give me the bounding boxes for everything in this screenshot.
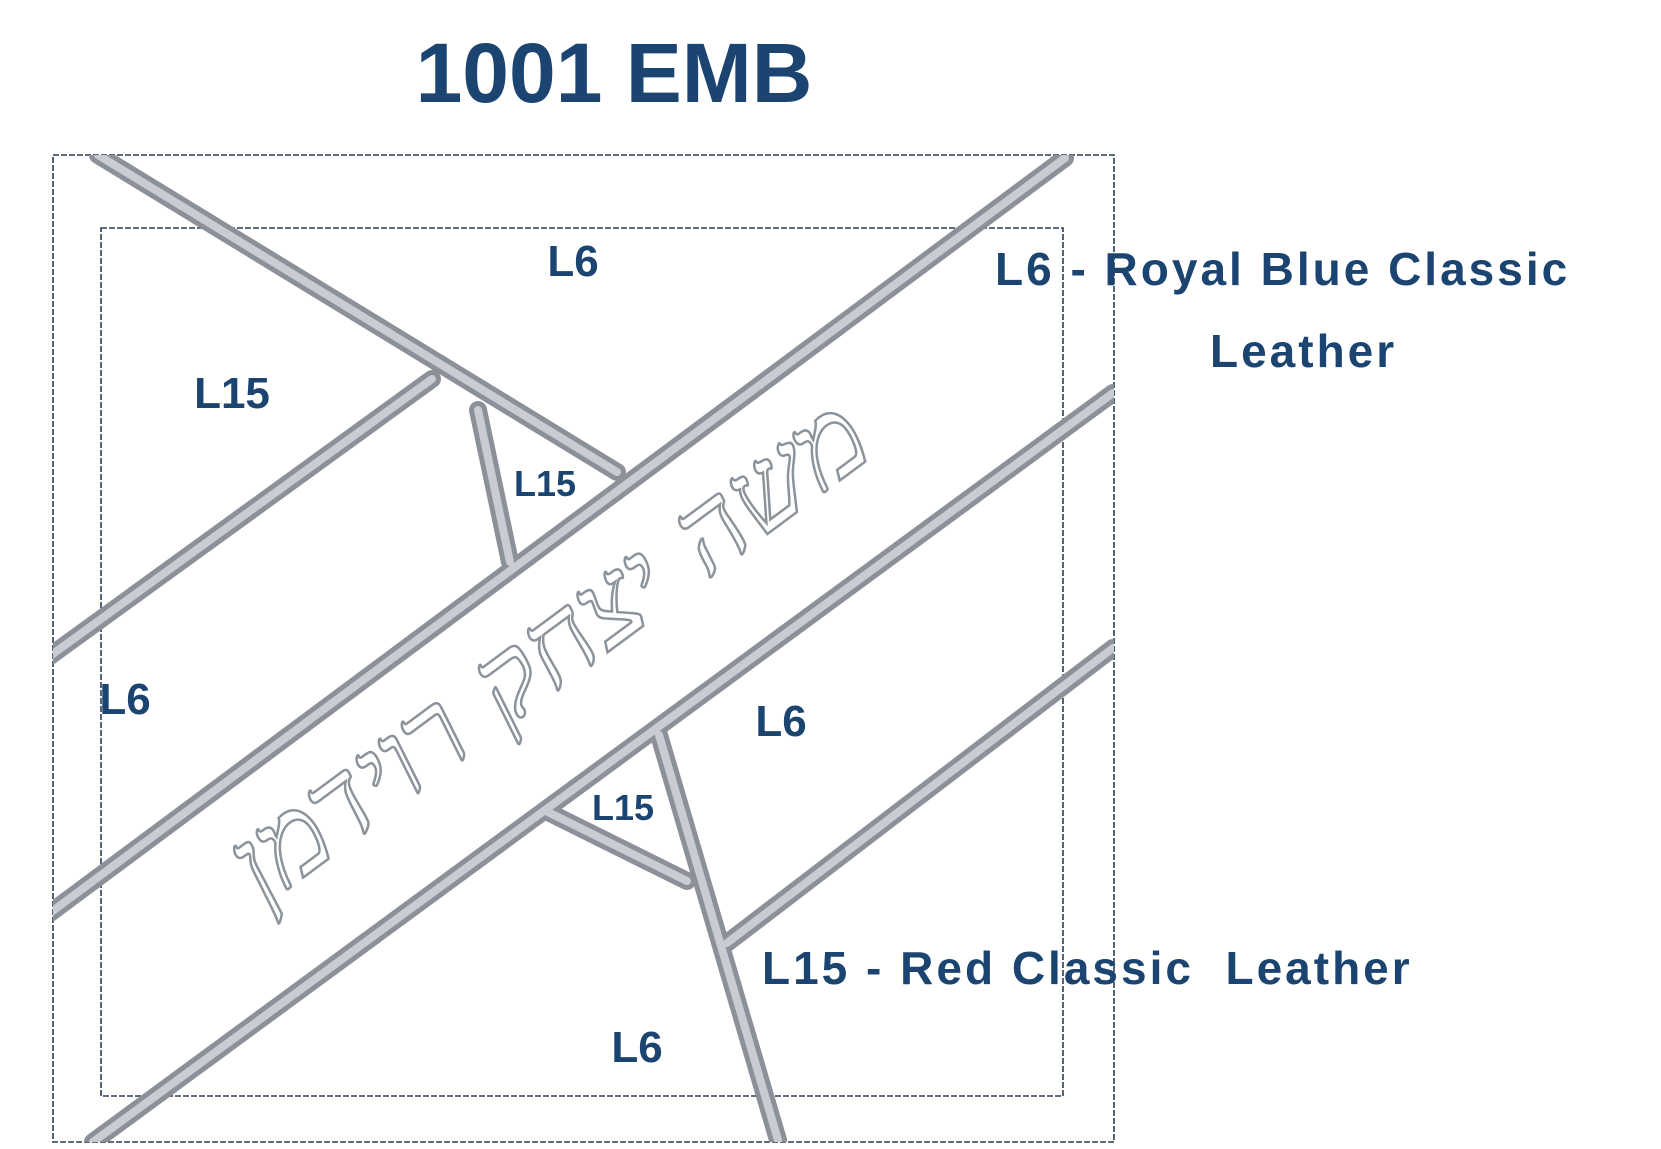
piping-lines (53, 155, 1114, 1142)
zone-label-bottom: L6 (611, 1023, 662, 1072)
zone-label-left: L6 (99, 675, 150, 724)
zone-label-upper-left: L15 (194, 369, 270, 418)
zone-label-top: L6 (547, 237, 598, 286)
legend-l15: L15 - Red Classic Leather (762, 942, 1413, 994)
legend-l6-line1: L6 - Royal Blue Classic (995, 243, 1570, 295)
hebrew-name: משה יצחק רוידמן (202, 370, 892, 928)
diagram-title: 1001 EMB (416, 26, 813, 120)
zone-label-inner-lower: L15 (592, 787, 654, 828)
zone-label-inner-upper: L15 (514, 463, 576, 504)
legend-l6-line2: Leather (1210, 325, 1397, 377)
zone-label-right: L6 (755, 697, 806, 746)
inner-frame (100, 227, 1064, 1097)
